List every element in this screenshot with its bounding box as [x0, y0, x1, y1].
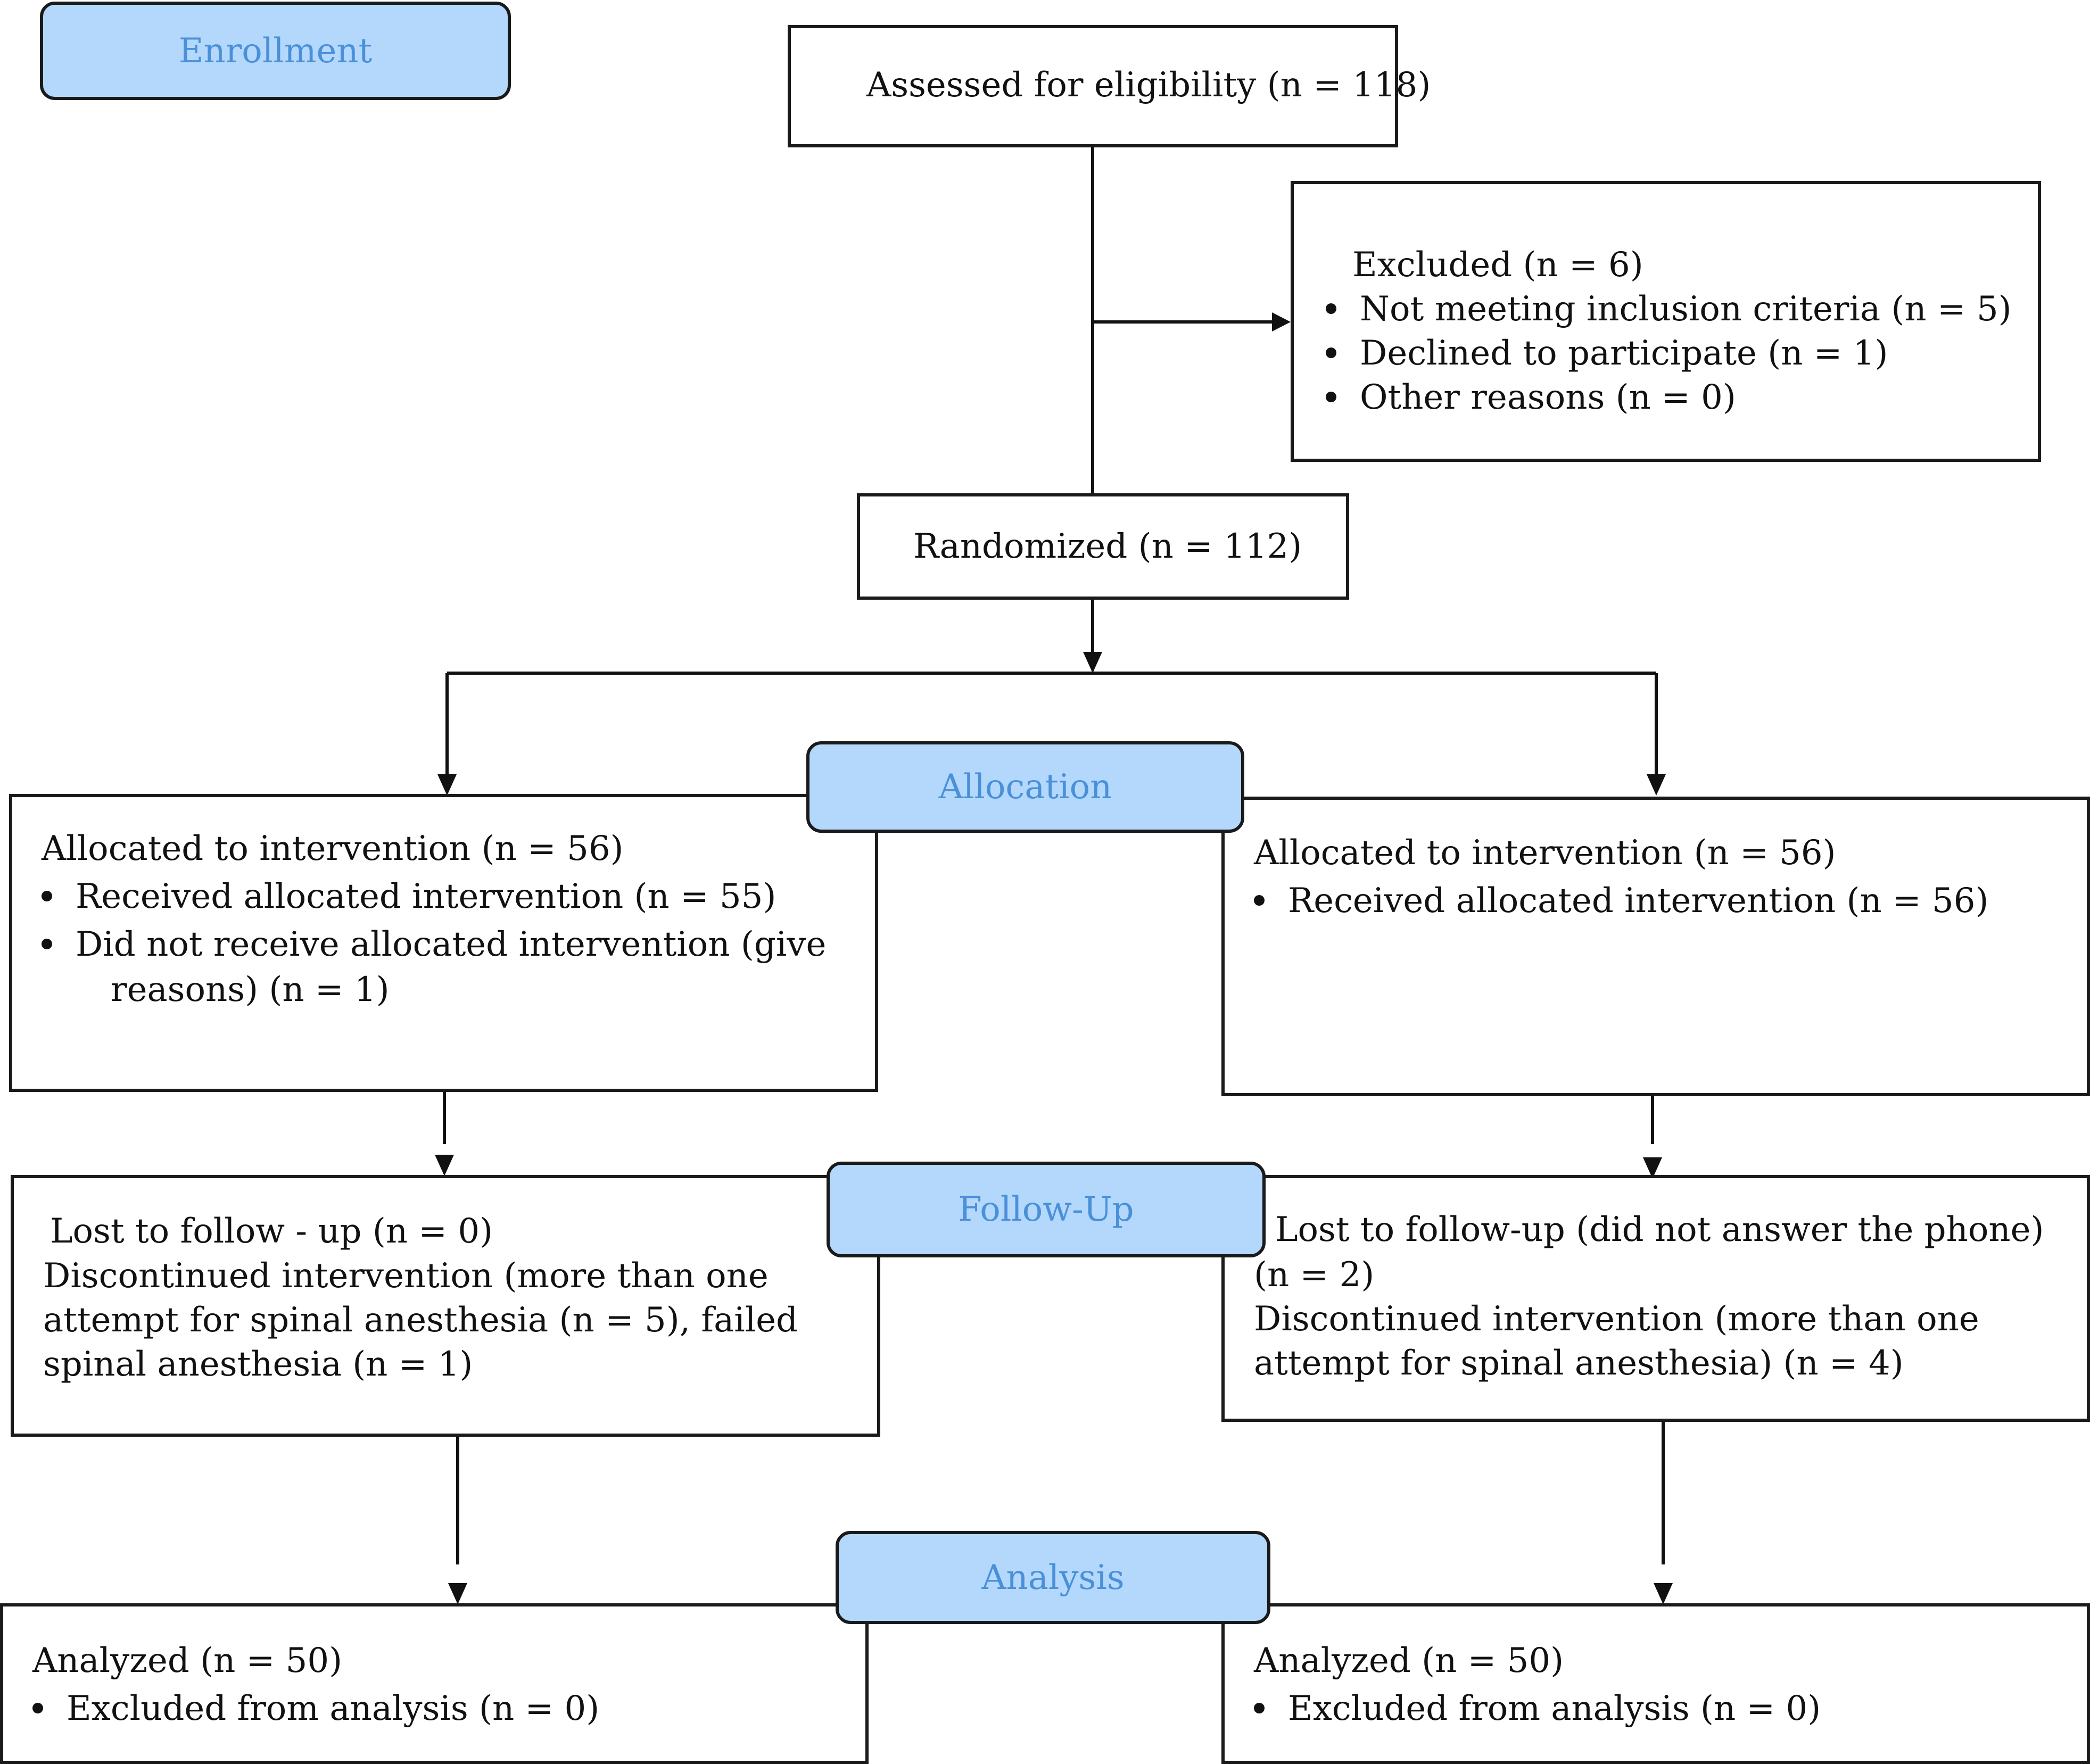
allocation-left-box: Allocated to intervention (n = 56) Recei… [9, 794, 878, 1092]
bullet-icon [1326, 391, 1336, 402]
assessed-box: Assessed for eligibility (n = 118) [788, 25, 1431, 147]
randomized-box: Randomized (n = 112) [857, 493, 1349, 600]
stage-allocation-label: Allocation [938, 767, 1112, 807]
analysis-left-title: Analyzed (n = 50) [32, 1641, 343, 1680]
allocation-left-item-continued: reasons) (n = 1) [111, 970, 390, 1009]
stage-enrollment: Enrollment [40, 2, 511, 100]
arrowhead-right-followup [1643, 1157, 1662, 1179]
excluded-item: Declined to participate (n = 1) [1326, 331, 1888, 376]
bullet-icon [1254, 1702, 1265, 1713]
followup-left-line: spinal anesthesia (n = 1) [43, 1345, 473, 1384]
randomized-text: Randomized (n = 112) [913, 527, 1302, 566]
analysis-right-box: Analyzed (n = 50) Excluded from analysis… [1221, 1603, 2090, 1764]
stage-follow-up: Follow-Up [827, 1162, 1266, 1257]
followup-right-line: attempt for spinal anesthesia) (n = 4) [1254, 1344, 1904, 1383]
bullet-icon [1326, 347, 1336, 358]
followup-left-box: Lost to follow - up (n = 0) Discontinued… [11, 1175, 880, 1437]
analysis-left-box: Analyzed (n = 50) Excluded from analysis… [0, 1603, 869, 1764]
stage-analysis-label: Analysis [981, 1558, 1125, 1597]
analysis-left-item: Excluded from analysis (n = 0) [32, 1686, 599, 1731]
excluded-box: Excluded (n = 6) Not meeting inclusion c… [1291, 181, 2041, 462]
bullet-icon [32, 1702, 43, 1713]
excluded-item: Other reasons (n = 0) [1326, 375, 1736, 420]
allocation-left-item: Did not receive allocated intervention (… [42, 922, 826, 967]
arrowhead-randomized-split [1083, 652, 1102, 673]
analysis-right-title: Analyzed (n = 50) [1254, 1641, 1564, 1680]
followup-right-line: Lost to follow-up (did not answer the ph… [1275, 1210, 2044, 1249]
followup-left-line: attempt for spinal anesthesia (n = 5), f… [43, 1301, 798, 1340]
arrowhead-right-analysis [1654, 1583, 1673, 1604]
excluded-title: Excluded (n = 6) [1352, 245, 1643, 285]
arrowhead-excluded [1272, 312, 1291, 332]
bullet-icon [42, 890, 52, 901]
stage-enrollment-label: Enrollment [178, 31, 373, 71]
arrowhead-left-analysis [448, 1583, 467, 1604]
followup-right-line: (n = 2) [1254, 1255, 1375, 1295]
assessed-text: Assessed for eligibility (n = 118) [866, 65, 1431, 105]
stage-analysis: Analysis [836, 1531, 1270, 1624]
excluded-item: Not meeting inclusion criteria (n = 5) [1326, 287, 2012, 332]
bullet-icon [42, 938, 52, 949]
analysis-right-item: Excluded from analysis (n = 0) [1254, 1686, 1821, 1731]
arrowhead-left-allocation [437, 774, 457, 796]
arrowhead-left-followup [435, 1155, 454, 1176]
arrowhead-right-allocation [1647, 774, 1666, 796]
allocation-right-box: Allocated to intervention (n = 56) Recei… [1221, 797, 2090, 1096]
stage-follow-up-label: Follow-Up [958, 1190, 1134, 1229]
followup-right-line: Discontinued intervention (more than one [1254, 1299, 1979, 1339]
bullet-icon [1254, 895, 1265, 906]
allocation-right-title: Allocated to intervention (n = 56) [1254, 833, 1836, 873]
followup-right-box: Lost to follow-up (did not answer the ph… [1221, 1175, 2090, 1422]
followup-left-line: Lost to follow - up (n = 0) [50, 1212, 493, 1251]
followup-left-line: Discontinued intervention (more than one [43, 1256, 769, 1296]
stage-allocation: Allocation [806, 741, 1244, 833]
allocation-right-item: Received allocated intervention (n = 56) [1254, 879, 1988, 923]
bullet-icon [1326, 303, 1336, 314]
allocation-left-title: Allocated to intervention (n = 56) [42, 829, 624, 868]
allocation-left-item: Received allocated intervention (n = 55) [42, 874, 776, 919]
